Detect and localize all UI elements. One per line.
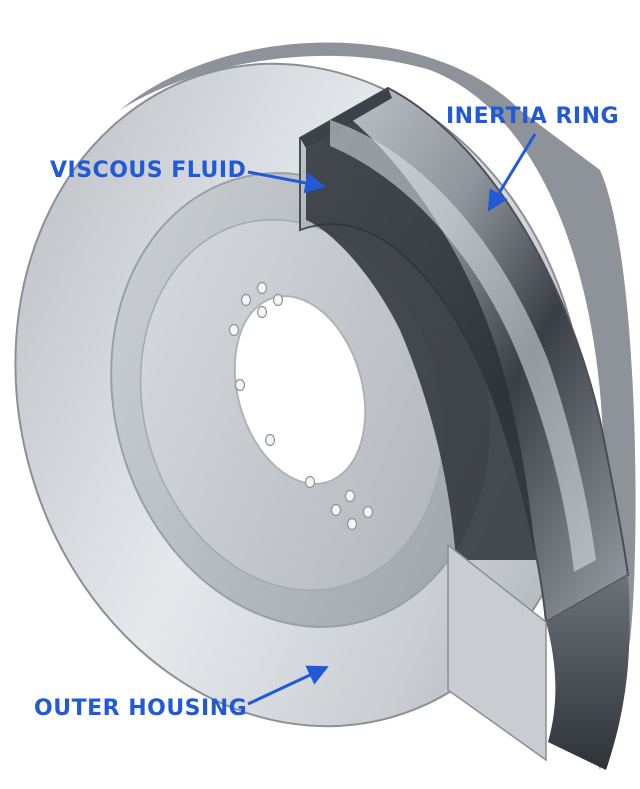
- arrow-viscous-fluid: [247, 170, 327, 194]
- inertia-ring-side: [546, 575, 630, 770]
- ring-highlight: [330, 120, 596, 572]
- inertia-ring-label: INERTIA RING: [446, 104, 620, 129]
- outer-housing-label: OUTER HOUSING: [34, 696, 248, 721]
- ring-cut-face-top: [300, 88, 392, 148]
- viscous-fluid-label: VISCOUS FLUID: [50, 158, 247, 183]
- bolt-holes: [228, 281, 374, 531]
- viscous-fluid-channel: [306, 120, 536, 560]
- arrow-inertia-ring: [487, 133, 537, 212]
- arrow-outer-housing: [247, 665, 329, 706]
- housing-cut-face: [447, 543, 547, 762]
